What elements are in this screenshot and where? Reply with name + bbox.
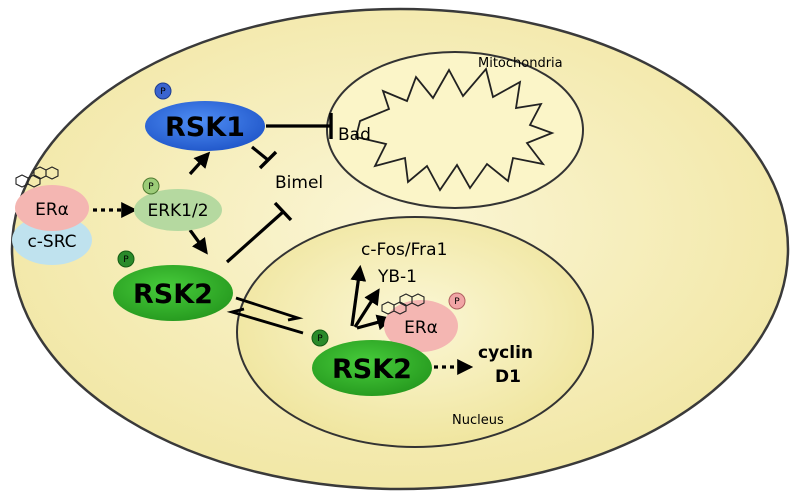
- erk-node: ERK1/2 P: [134, 177, 222, 231]
- estrogen-ligand-nucleus-icon: [381, 293, 425, 315]
- pathway-edges: [93, 113, 474, 375]
- rsk1-label: RSK1: [165, 112, 245, 143]
- era-label-nucleus: ERα: [404, 318, 438, 338]
- mitochondria-label: Mitochondria: [478, 56, 563, 71]
- erk-label: ERK1/2: [147, 201, 208, 221]
- erk-phospho-label: P: [148, 182, 154, 192]
- d1-label: D1: [495, 367, 521, 387]
- rsk2-to-era-arrow: [356, 314, 394, 331]
- era-csrc-complex: c-SRC ERα: [12, 166, 92, 265]
- rsk2-protein-cytoplasm: [113, 265, 233, 321]
- rsk2-nucleus-node: RSK2 P: [311, 329, 432, 396]
- rsk2-to-yb1-arrow: [353, 288, 380, 328]
- era-nucleus-node: ERα P: [381, 292, 466, 352]
- nucleus-label: Nucleus: [452, 413, 504, 428]
- erk-to-rsk2-arrow: [188, 229, 208, 255]
- rsk2-inhibits-bimel-bar: [273, 201, 293, 222]
- erk-protein: [134, 189, 222, 231]
- rsk2-import-arrow: [235, 296, 304, 322]
- rsk2-cytoplasm-node: RSK2 P: [113, 250, 233, 321]
- cfos-fra1-label: c-Fos/Fra1: [361, 240, 447, 260]
- rsk2-nucleus-phospho-icon: [311, 329, 329, 347]
- cyclin-label: cyclin: [478, 343, 533, 363]
- rsk1-phospho-label: P: [160, 87, 166, 97]
- rsk2-cytoplasm-phospho-icon: [117, 250, 135, 268]
- rsk2-label-nucleus: RSK2: [332, 354, 412, 385]
- bimel-label: Bimel: [275, 173, 323, 193]
- bad-label: Bad: [338, 125, 371, 145]
- rsk2-export-arrow: [226, 307, 304, 335]
- rsk2-protein-nucleus: [312, 340, 432, 396]
- era-nucleus-phospho-icon: [448, 292, 466, 310]
- estrogen-ligand-icon: [15, 166, 59, 188]
- era-nucleus-phospho-label: P: [454, 297, 460, 307]
- rsk1-protein: [145, 101, 265, 151]
- rsk1-node: RSK1 P: [145, 82, 265, 151]
- era-label-cytoplasm: ERα: [35, 200, 69, 220]
- erk-phospho-icon: [142, 177, 160, 195]
- mitochondria-cristae: [354, 67, 555, 192]
- rsk2-to-cfos-arrow: [350, 264, 367, 327]
- rsk2-nucleus-phospho-label: P: [317, 334, 323, 344]
- csrc-protein: [12, 215, 92, 265]
- csrc-label: c-SRC: [27, 232, 76, 252]
- mitochondria: Mitochondria: [326, 51, 584, 209]
- rsk1-inhibits-bimel: [250, 145, 270, 162]
- erk-to-rsk1-arrow: [188, 151, 211, 176]
- era-protein-cytoplasm: [15, 185, 89, 231]
- rsk2-cytoplasm-phospho-label: P: [123, 255, 129, 265]
- rsk2-label-cytoplasm: RSK2: [133, 279, 213, 310]
- rsk1-inhibits-bimel-bar: [258, 150, 278, 170]
- yb1-label: YB-1: [377, 267, 417, 287]
- rsk2-inhibits-bimel: [225, 210, 285, 264]
- rsk1-phospho-icon: [154, 82, 172, 100]
